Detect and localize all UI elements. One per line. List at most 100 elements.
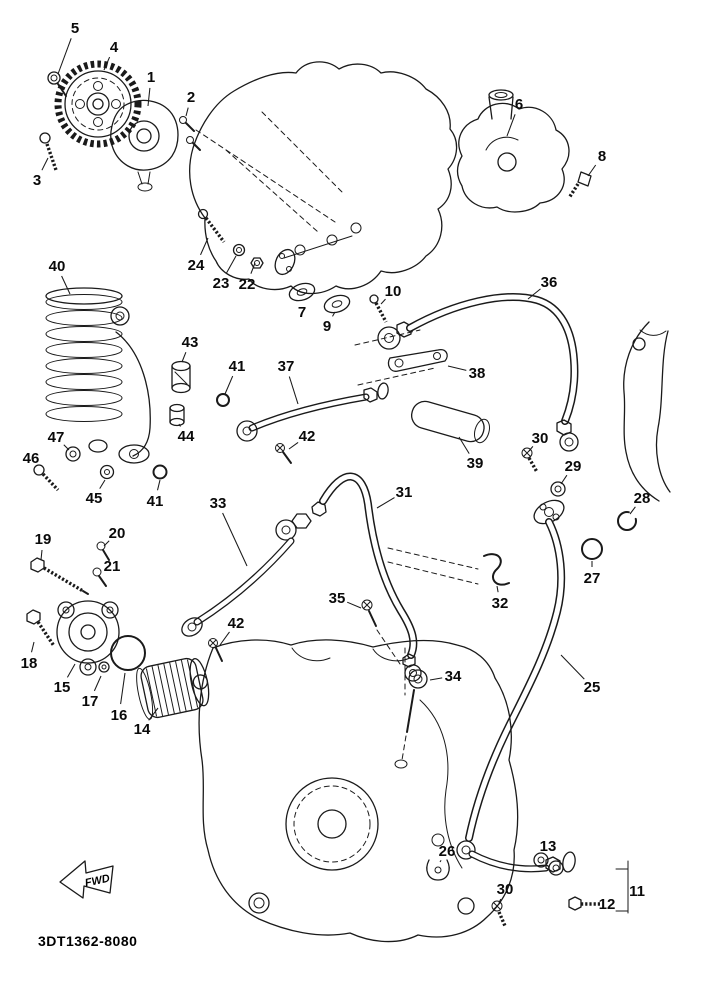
callout-label: 13: [540, 838, 557, 855]
oil-hose-31-illustration: [275, 472, 422, 682]
collector-tube-illustration: [411, 400, 490, 444]
oil-strainer-illustration: [456, 89, 570, 213]
stay-bracket-illustration: [354, 329, 448, 386]
callout-leader: [225, 255, 237, 274]
callout-label: 14: [134, 721, 151, 738]
callout-label: 6: [515, 96, 523, 113]
callout-leader: [376, 497, 395, 509]
oil-pipe-37-illustration: [236, 382, 389, 464]
callout-leader: [57, 38, 72, 75]
callout-leader: [30, 641, 35, 653]
lower-crankcase-illustration: [198, 639, 519, 943]
callout-leader: [120, 672, 126, 705]
callout-label: 18: [21, 655, 38, 672]
callout-label: 30: [497, 881, 514, 898]
callout-leader: [61, 275, 71, 295]
callout-leader: [40, 549, 43, 561]
callout-label: 44: [178, 428, 195, 445]
callout-label: 15: [54, 679, 71, 696]
callout-leader: [587, 164, 597, 177]
callout-label: 39: [467, 455, 484, 472]
callout-label: 20: [109, 525, 126, 542]
callout-leader: [506, 114, 516, 137]
banjo-union-illustration: [361, 599, 428, 769]
callout-leader: [185, 107, 189, 117]
callout-label: 35: [329, 590, 346, 607]
callout-label: 23: [213, 275, 230, 292]
callout-leader: [447, 365, 467, 371]
callout-leader: [63, 444, 70, 451]
callout-leader: [629, 506, 636, 515]
oil-pump-illustration: [110, 99, 201, 192]
callout-label: 4: [110, 39, 119, 56]
callout-leader: [458, 436, 470, 454]
oil-pipe-33-illustration: [181, 537, 295, 637]
callout-label: 28: [634, 490, 651, 507]
callout-label: 12: [599, 896, 616, 913]
callout-leader: [332, 311, 336, 317]
callout-leader: [527, 288, 541, 300]
callout-label: 46: [23, 450, 40, 467]
callout-label: 7: [298, 304, 306, 321]
callout-leader: [103, 540, 110, 547]
oil-filter-illustration: [136, 657, 210, 720]
callout-leader: [560, 654, 585, 680]
callout-label: 17: [82, 693, 99, 710]
callout-leader: [99, 479, 106, 489]
callout-leader: [250, 262, 256, 274]
callout-label: 34: [445, 668, 462, 685]
callout-label: 40: [49, 258, 66, 275]
callout-leader: [429, 677, 443, 681]
callout-label: 25: [584, 679, 601, 696]
cooler-mount-hardware-illustration: [33, 360, 230, 492]
callout-label: 9: [323, 318, 331, 335]
cover-screw-illustration: [208, 638, 223, 662]
fwd-arrow: FWD: [59, 860, 114, 899]
callout-label: 22: [239, 276, 256, 293]
strainer-bolt-illustration: [567, 171, 592, 199]
callout-leader: [181, 352, 187, 363]
bottom-right-hardware-illustration: [426, 852, 629, 927]
hose-clip-illustration: [387, 547, 510, 586]
callout-label: 16: [111, 707, 128, 724]
callout-leader: [41, 157, 49, 171]
callout-label: 10: [385, 283, 402, 300]
callout-leader: [439, 860, 442, 863]
filter-cover-illustration: [56, 600, 146, 676]
callout-label: 21: [104, 558, 121, 575]
callout-label: 33: [210, 495, 227, 512]
callout-label: 19: [35, 531, 52, 548]
oil-hose-25-illustration: [456, 518, 576, 873]
callout-leader: [219, 631, 230, 646]
callout-leader: [148, 707, 159, 721]
callout-leader: [496, 585, 499, 593]
callout-label: 27: [584, 570, 601, 587]
callout-leader: [380, 298, 386, 305]
fwd-label: FWD: [84, 873, 111, 890]
callout-leader: [224, 375, 234, 395]
callout-leader: [346, 601, 362, 609]
upper-crankcase-illustration: [189, 61, 458, 295]
callout-label: 8: [598, 148, 606, 165]
gear-bolt-illustration: [39, 71, 67, 171]
callout-leader: [200, 237, 209, 256]
callout-leader: [288, 441, 299, 450]
callout-label: 43: [182, 334, 199, 351]
callout-leader: [222, 512, 248, 567]
callout-label: 31: [396, 484, 413, 501]
catalog-code: 3DT1362-8080: [38, 933, 137, 949]
left-fasteners-illustration: [26, 541, 110, 647]
callout-label: 42: [228, 615, 245, 632]
callout-leader: [93, 675, 102, 692]
callout-leader: [560, 474, 568, 485]
callout-label: 32: [492, 595, 509, 612]
callout-leader: [147, 87, 151, 107]
pump-mount-hardware-illustration: [197, 208, 264, 269]
callout-leader: [498, 898, 502, 904]
callout-leader: [156, 479, 161, 491]
callout-label: 1: [147, 69, 155, 86]
callout-label: 36: [541, 274, 558, 291]
